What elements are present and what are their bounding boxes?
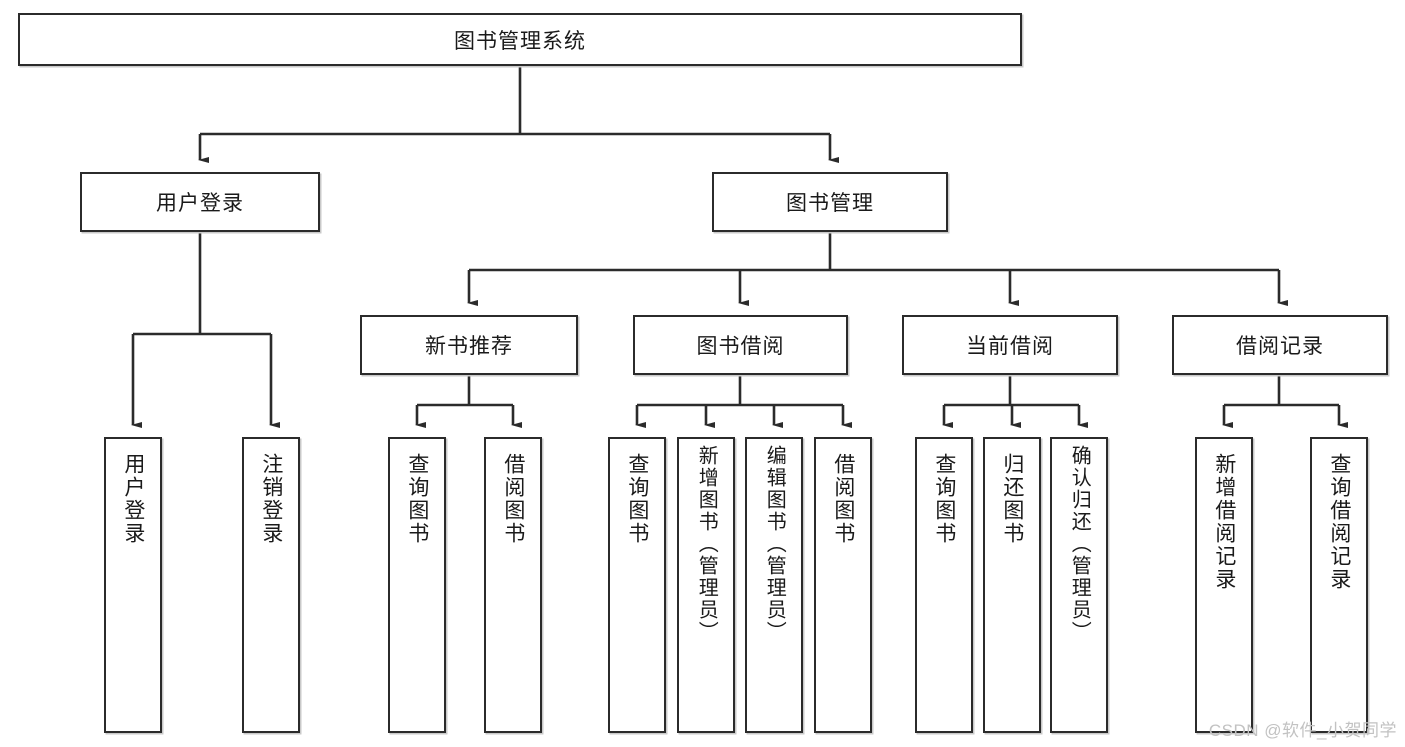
leaf-borrow-add-book-admin[interactable]: 新增图书（管理员） <box>677 437 735 733</box>
leaf-user-logout[interactable]: 注销登录 <box>242 437 300 733</box>
leaf-borrow-query-book-label: 查询图书 <box>625 453 649 545</box>
node-user-login[interactable]: 用户登录 <box>80 172 320 232</box>
leaf-recommend-query-book[interactable]: 查询图书 <box>388 437 446 733</box>
node-root[interactable]: 图书管理系统 <box>18 13 1022 66</box>
leaf-recommend-query-book-label: 查询图书 <box>405 453 429 545</box>
leaf-current-return-book-label: 归还图书 <box>1000 453 1024 545</box>
node-book-borrow[interactable]: 图书借阅 <box>633 315 848 375</box>
node-book-borrow-label: 图书借阅 <box>696 335 785 358</box>
node-borrow-record-label: 借阅记录 <box>1236 335 1324 358</box>
leaf-user-login-label: 用户登录 <box>121 453 145 545</box>
leaf-recommend-borrow-book-label: 借阅图书 <box>501 453 525 545</box>
leaf-record-add-record-label: 新增借阅记录 <box>1212 453 1236 591</box>
node-new-book-recommend-label: 新书推荐 <box>425 335 513 358</box>
leaf-record-query-record-label: 查询借阅记录 <box>1327 453 1351 591</box>
node-current-borrow-label: 当前借阅 <box>966 335 1054 358</box>
leaf-borrow-edit-book-admin[interactable]: 编辑图书（管理员） <box>745 437 803 733</box>
node-book-management-label: 图书管理 <box>786 192 874 215</box>
leaf-current-query-book-label: 查询图书 <box>932 453 956 545</box>
leaf-current-confirm-return-admin-label: 确认归还（管理员） <box>1068 445 1091 643</box>
node-user-login-label: 用户登录 <box>156 192 244 215</box>
node-current-borrow[interactable]: 当前借阅 <box>902 315 1118 375</box>
node-borrow-record[interactable]: 借阅记录 <box>1172 315 1388 375</box>
leaf-borrow-borrow-book-label: 借阅图书 <box>831 453 855 545</box>
node-root-label: 图书管理系统 <box>454 29 586 53</box>
node-new-book-recommend[interactable]: 新书推荐 <box>360 315 578 375</box>
node-book-management[interactable]: 图书管理 <box>712 172 948 232</box>
leaf-borrow-borrow-book[interactable]: 借阅图书 <box>814 437 872 733</box>
leaf-current-return-book[interactable]: 归还图书 <box>983 437 1041 733</box>
leaf-user-logout-label: 注销登录 <box>259 453 283 545</box>
leaf-current-query-book[interactable]: 查询图书 <box>915 437 973 733</box>
leaf-borrow-add-book-admin-label: 新增图书（管理员） <box>695 445 718 643</box>
leaf-current-confirm-return-admin[interactable]: 确认归还（管理员） <box>1050 437 1108 733</box>
leaf-borrow-query-book[interactable]: 查询图书 <box>608 437 666 733</box>
leaf-user-login[interactable]: 用户登录 <box>104 437 162 733</box>
leaf-record-add-record[interactable]: 新增借阅记录 <box>1195 437 1253 733</box>
leaf-borrow-edit-book-admin-label: 编辑图书（管理员） <box>763 445 786 643</box>
leaf-record-query-record[interactable]: 查询借阅记录 <box>1310 437 1368 733</box>
watermark: CSDN @软件_小贺同学 <box>1208 721 1397 740</box>
leaf-recommend-borrow-book[interactable]: 借阅图书 <box>484 437 542 733</box>
